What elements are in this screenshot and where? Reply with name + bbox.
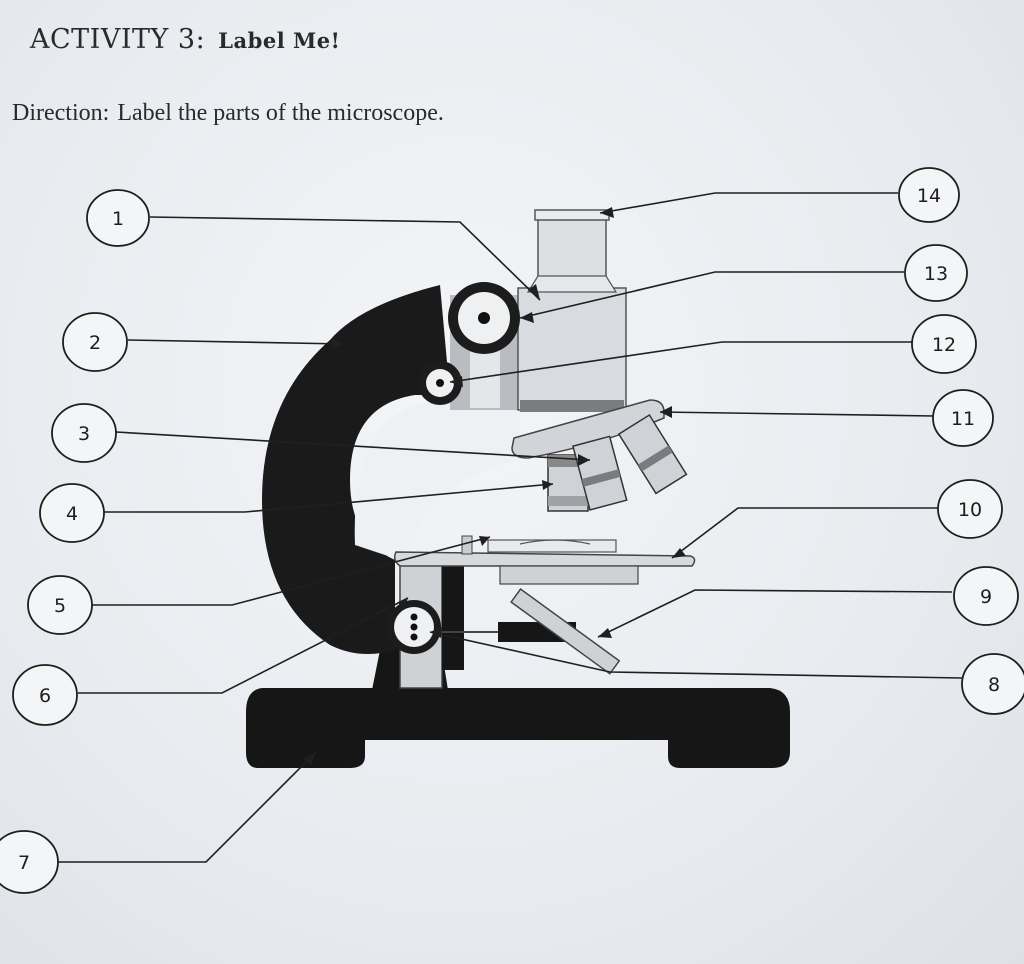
callout-circle-13 bbox=[904, 244, 968, 302]
callout-number-4: 4 bbox=[66, 503, 78, 525]
stage-clip bbox=[461, 535, 473, 555]
leader-line-3 bbox=[115, 431, 591, 461]
leader-line-14 bbox=[599, 192, 898, 214]
callout-circle-11 bbox=[932, 389, 994, 447]
callout-circle-12 bbox=[911, 314, 977, 374]
leader-line-7 bbox=[58, 751, 317, 863]
callout-circle-1 bbox=[86, 189, 150, 247]
callout-circle-3 bbox=[51, 403, 117, 463]
condenser bbox=[499, 565, 639, 585]
callout-number-6: 6 bbox=[39, 685, 51, 707]
mirror bbox=[510, 588, 621, 675]
leader-line-12 bbox=[449, 341, 912, 383]
callout-circles bbox=[0, 167, 1024, 894]
leader-line-8 bbox=[429, 631, 963, 679]
callout-circle-6 bbox=[12, 664, 78, 726]
direction-text: Label the parts of the microscope. bbox=[117, 100, 444, 126]
callout-number-12: 12 bbox=[932, 334, 956, 356]
arm-inner bbox=[354, 400, 520, 560]
callout-circle-14 bbox=[898, 167, 960, 223]
callout-number-8: 8 bbox=[988, 674, 1000, 696]
callout-number-11: 11 bbox=[951, 408, 975, 430]
callout-number-7: 7 bbox=[18, 852, 30, 874]
direction-label: Direction: bbox=[12, 100, 110, 126]
callout-number-10: 10 bbox=[958, 499, 982, 521]
stage bbox=[393, 551, 696, 567]
callout-circle-9 bbox=[953, 566, 1019, 626]
callout-number-3: 3 bbox=[78, 423, 90, 445]
direction-line: Direction: Label the parts of the microsc… bbox=[12, 100, 444, 127]
callout-circle-5 bbox=[27, 575, 93, 635]
callout-number-5: 5 bbox=[54, 595, 66, 617]
arrowheads bbox=[303, 207, 686, 765]
leader-line-11 bbox=[659, 411, 935, 417]
microscope-illustration bbox=[246, 209, 790, 768]
activity-title: ACTIVITY 3: Label Me! bbox=[30, 24, 340, 55]
microscope-arm bbox=[262, 285, 450, 654]
microscope-base bbox=[246, 688, 790, 768]
callout-number-2: 2 bbox=[89, 332, 101, 354]
callout-circle-7 bbox=[0, 830, 59, 894]
leader-line-2 bbox=[127, 339, 345, 345]
callout-number-14: 14 bbox=[917, 185, 941, 207]
leader-lines bbox=[58, 192, 963, 863]
callout-circle-10 bbox=[937, 479, 1003, 539]
leader-line-10 bbox=[671, 507, 944, 559]
callout-number-1: 1 bbox=[112, 208, 124, 230]
leader-line-4 bbox=[104, 483, 554, 513]
activity-subtitle: Label Me! bbox=[218, 28, 341, 53]
leader-line-9 bbox=[597, 589, 953, 638]
leader-line-13 bbox=[519, 271, 904, 319]
callout-numbers: 1 2 3 4 5 6 7 8 9 10 11 12 13 14 bbox=[18, 185, 1000, 874]
activity-number: ACTIVITY 3: bbox=[30, 24, 206, 55]
callout-circle-4 bbox=[39, 483, 105, 543]
leader-line-5 bbox=[92, 536, 491, 606]
slide bbox=[487, 539, 617, 553]
callout-number-13: 13 bbox=[924, 263, 948, 285]
leader-line-1 bbox=[149, 216, 541, 301]
objective-lenses bbox=[547, 413, 688, 512]
callout-circle-8 bbox=[961, 653, 1024, 715]
callout-number-9: 9 bbox=[980, 586, 992, 608]
callout-circle-2 bbox=[62, 312, 128, 372]
leader-line-6 bbox=[78, 597, 409, 694]
